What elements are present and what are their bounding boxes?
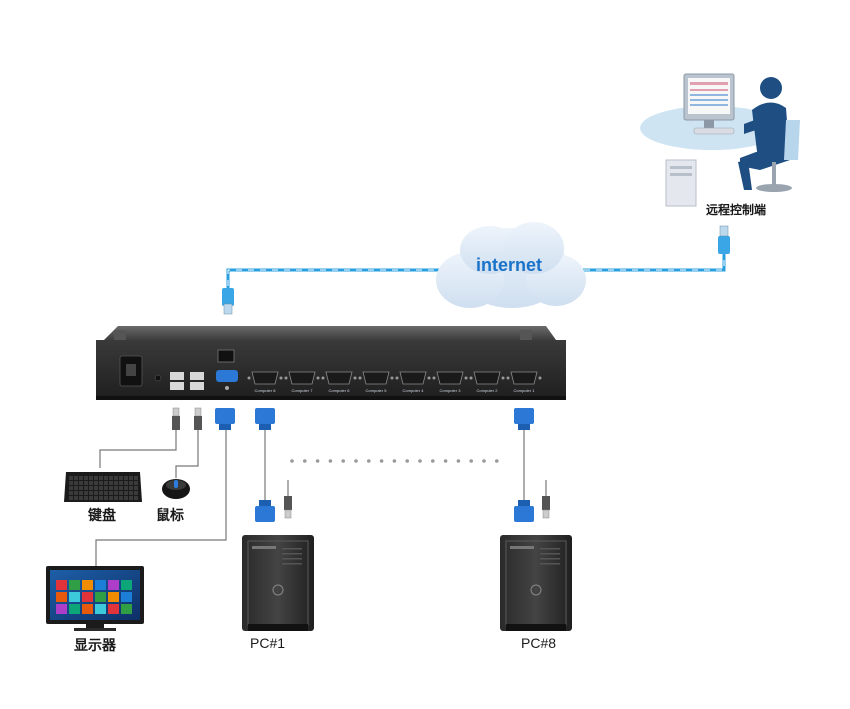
- usb-connector-icon: [172, 407, 180, 430]
- kvm-port: Computer 8: [247, 371, 283, 393]
- kvm-port-label: Computer 4: [403, 388, 425, 393]
- ellipsis-dots: [290, 459, 499, 463]
- usb-cable: [95, 428, 547, 566]
- monitor-icon: [46, 566, 144, 631]
- usb-connector-icon: [284, 496, 292, 519]
- tower-pc-icon: [500, 535, 572, 631]
- internet-label: internet: [476, 255, 543, 275]
- kvm-port-group: Computer 8 Computer 7 Computer 6 Computer 5…: [247, 371, 542, 393]
- vga-connector-icon: [255, 500, 275, 522]
- kvm-port: Computer 7: [284, 371, 320, 393]
- kvm-port: Computer 2: [469, 371, 505, 393]
- cloud-icon: [436, 222, 586, 308]
- kvm-port-label: Computer 5: [366, 388, 388, 393]
- keyboard-label: 键盘: [88, 507, 116, 523]
- usb-connector-icon: [194, 407, 202, 430]
- kvm-port-label: Computer 8: [255, 388, 277, 393]
- vga-connector-icon: [514, 500, 534, 522]
- pc1-label: PC#1: [250, 635, 286, 651]
- pc8-label: PC#8: [521, 635, 557, 651]
- vga-connector-icon: [215, 408, 235, 430]
- kvm-port-label: Computer 2: [477, 388, 499, 393]
- kvm-port: Computer 4: [395, 371, 431, 393]
- vga-connector-icon: [514, 408, 534, 430]
- usb-connector-icon: [542, 496, 550, 519]
- remote-terminal-label: 远程控制端: [706, 203, 767, 217]
- rj45-connector-icon: [222, 288, 234, 315]
- kvm-port-label: Computer 7: [292, 388, 314, 393]
- kvm-port: Computer 3: [432, 371, 468, 393]
- monitor-label: 显示器: [74, 637, 116, 653]
- person-at-desk-icon: [640, 73, 800, 207]
- mouse-icon: [162, 479, 190, 499]
- kvm-port: Computer 1: [506, 371, 542, 393]
- kvm-switch-icon: [96, 326, 566, 400]
- mouse-label: 鼠标: [156, 507, 184, 523]
- kvm-port: Computer 6: [321, 371, 357, 393]
- vga-connector-icon: [255, 408, 275, 430]
- rj45-connector-icon: [718, 225, 730, 254]
- kvm-port-label: Computer 3: [440, 388, 462, 393]
- kvm-port-label: Computer 6: [329, 388, 351, 393]
- keyboard-icon: [64, 472, 142, 502]
- tower-pc-icon: [242, 535, 314, 631]
- kvm-port: Computer 5: [358, 371, 394, 393]
- kvm-port-label: Computer 1: [514, 388, 536, 393]
